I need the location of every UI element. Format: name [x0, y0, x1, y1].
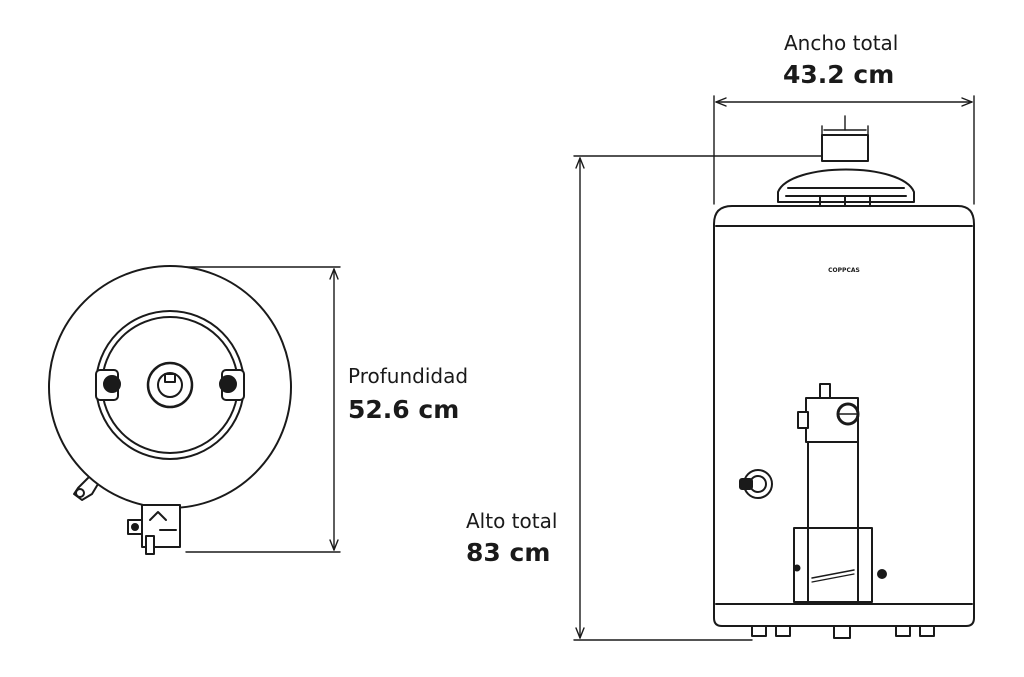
brand-mark: COPPCAS — [828, 267, 860, 274]
width-dimension-line — [713, 95, 975, 205]
height-value: 83 cm — [466, 538, 551, 567]
depth-value: 52.6 cm — [348, 395, 460, 424]
width-label: Ancho total — [784, 31, 899, 55]
heater-front-view: COPPCAS — [713, 134, 975, 639]
height-dimension-line — [573, 155, 823, 641]
depth-label: Profundidad — [348, 364, 469, 388]
heater-top-view — [48, 265, 292, 555]
height-label: Alto total — [466, 509, 558, 533]
depth-dimension-line — [185, 266, 341, 553]
width-value: 43.2 cm — [783, 60, 895, 89]
